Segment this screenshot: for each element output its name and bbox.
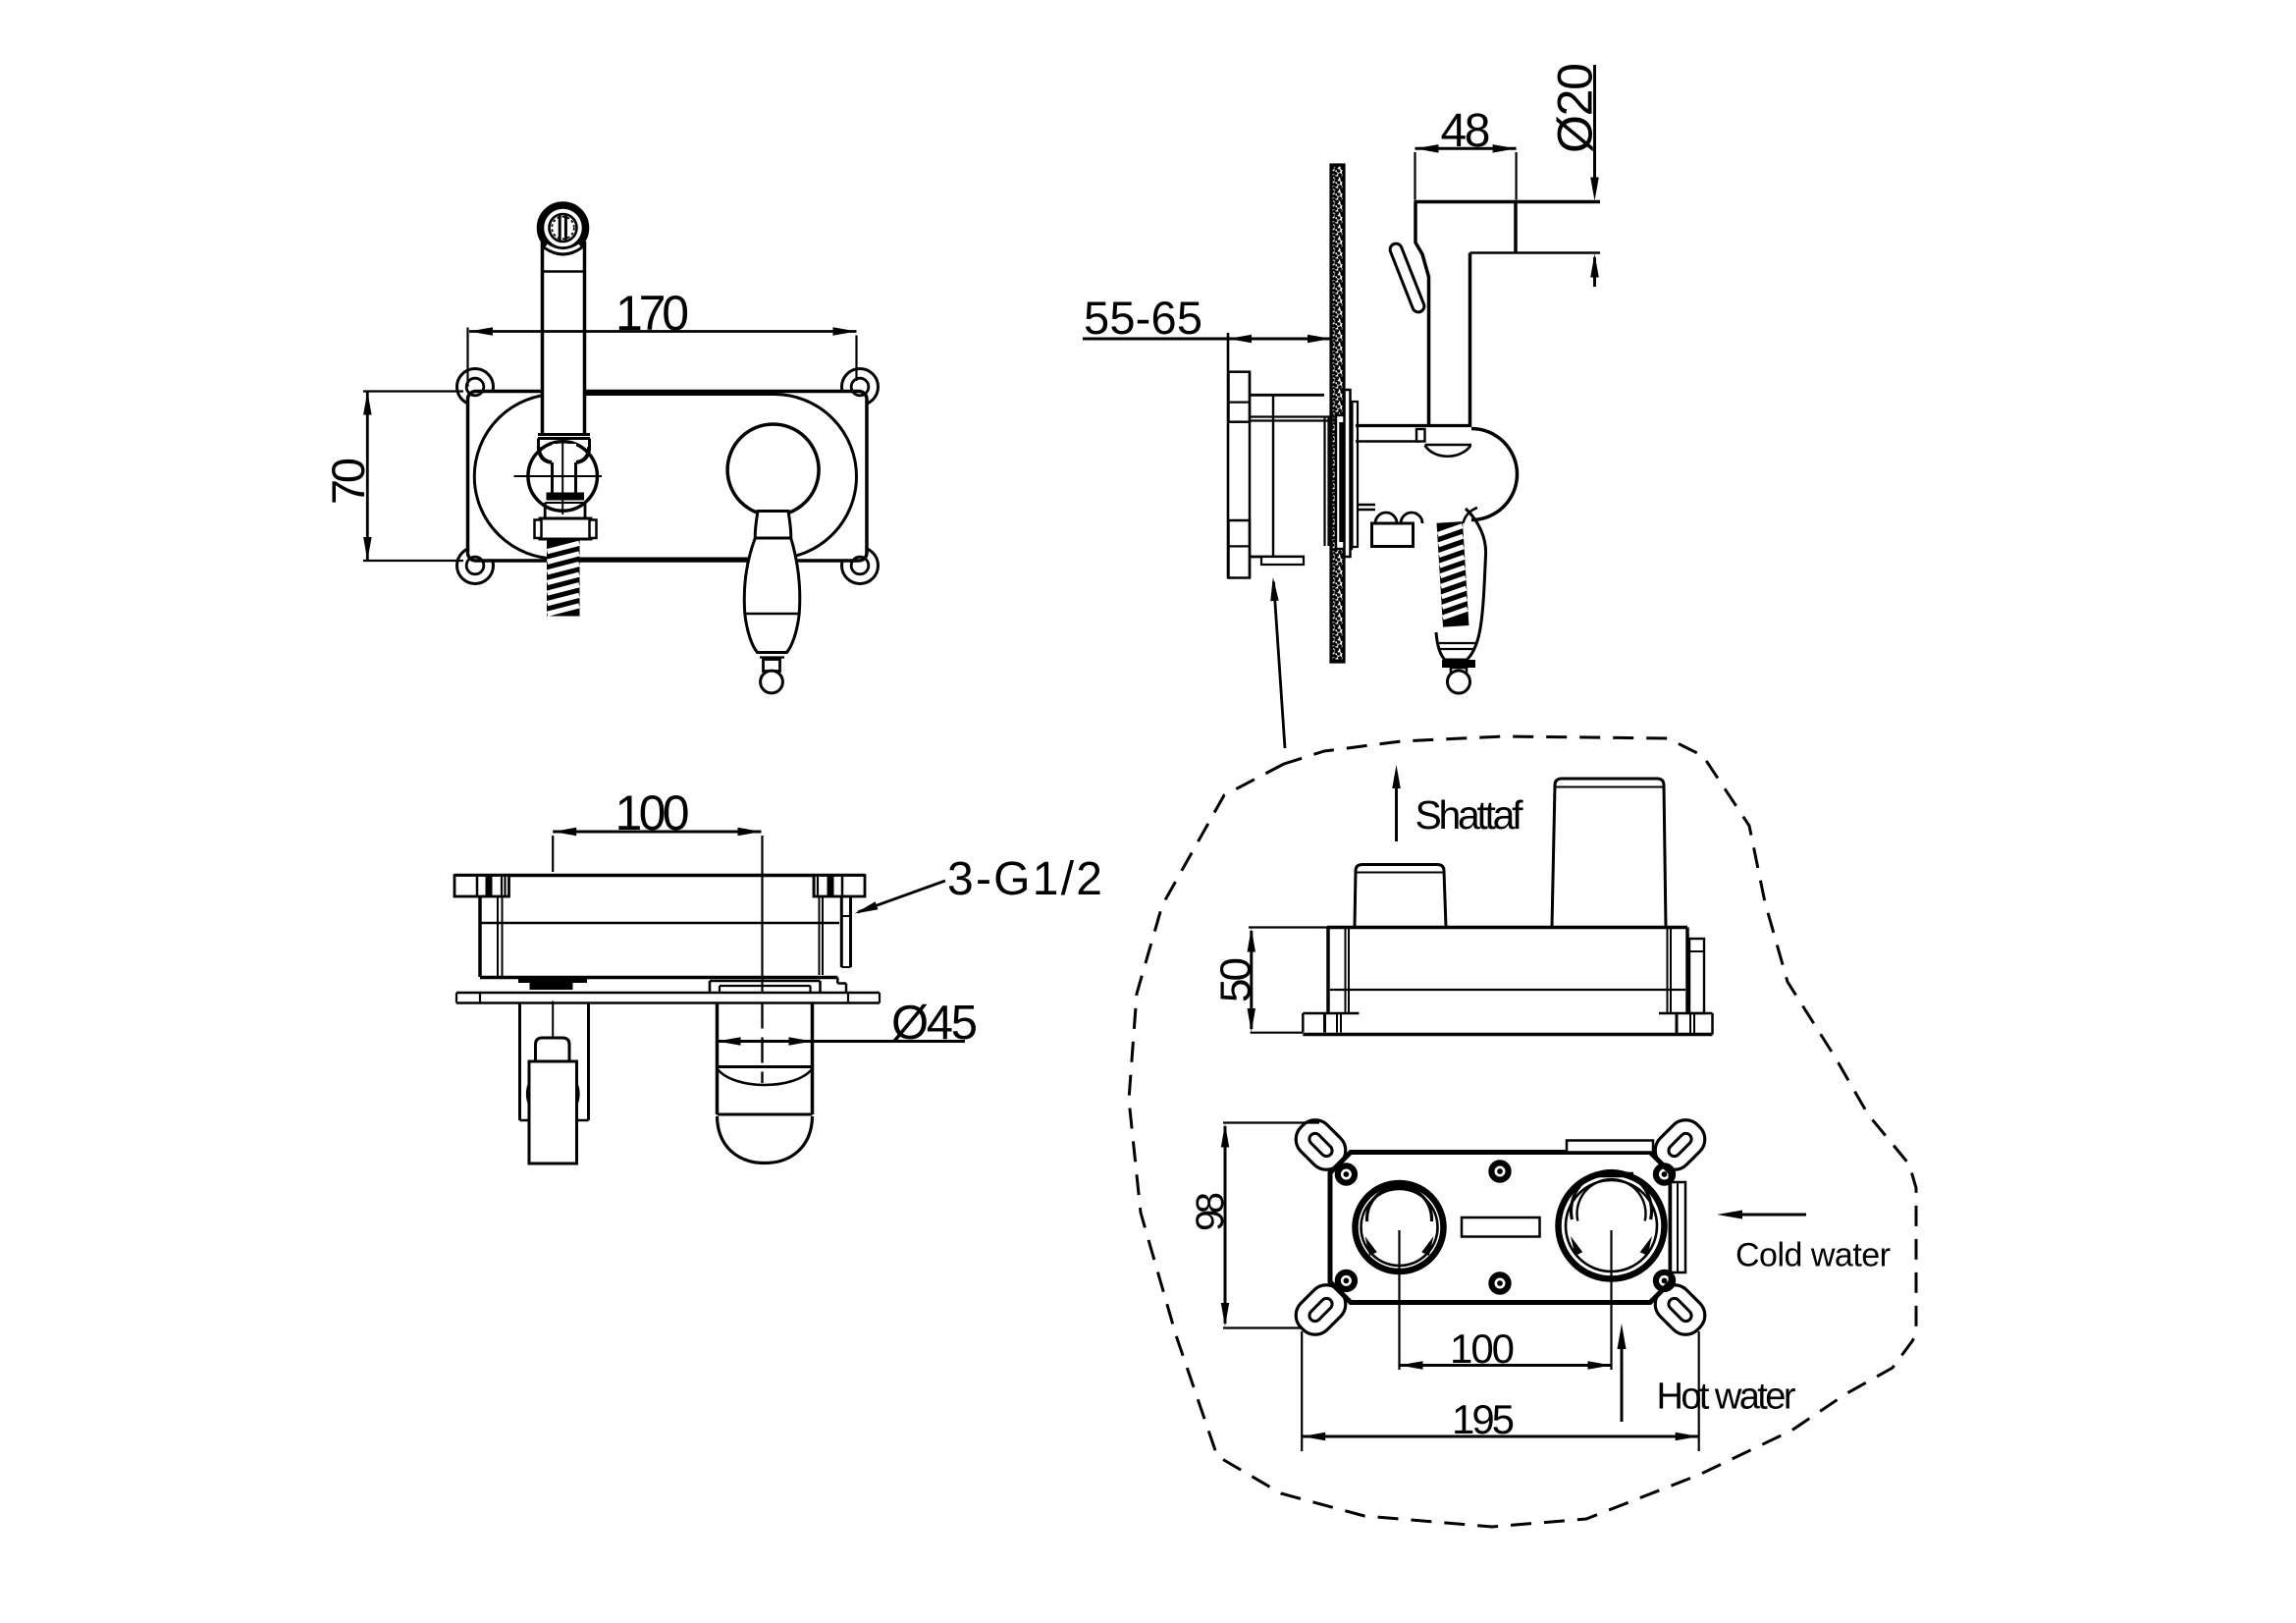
svg-text:50: 50 bbox=[1212, 957, 1260, 1002]
svg-text:Cold water: Cold water bbox=[1735, 1237, 1891, 1274]
svg-text:Ø45: Ø45 bbox=[891, 997, 978, 1050]
svg-text:195: 195 bbox=[1452, 1396, 1515, 1442]
svg-text:70: 70 bbox=[322, 458, 374, 505]
svg-text:98: 98 bbox=[1189, 1192, 1232, 1231]
svg-text:55-65: 55-65 bbox=[1084, 292, 1202, 344]
svg-text:100: 100 bbox=[615, 785, 690, 840]
svg-text:Shattaf: Shattaf bbox=[1415, 792, 1524, 838]
svg-text:Hot water: Hot water bbox=[1657, 1377, 1796, 1418]
svg-text:Ø20: Ø20 bbox=[1548, 63, 1603, 153]
svg-text:170: 170 bbox=[615, 286, 689, 341]
svg-text:48: 48 bbox=[1441, 105, 1491, 157]
svg-text:100: 100 bbox=[1450, 1325, 1515, 1372]
svg-text:3-G1/2: 3-G1/2 bbox=[947, 853, 1102, 905]
